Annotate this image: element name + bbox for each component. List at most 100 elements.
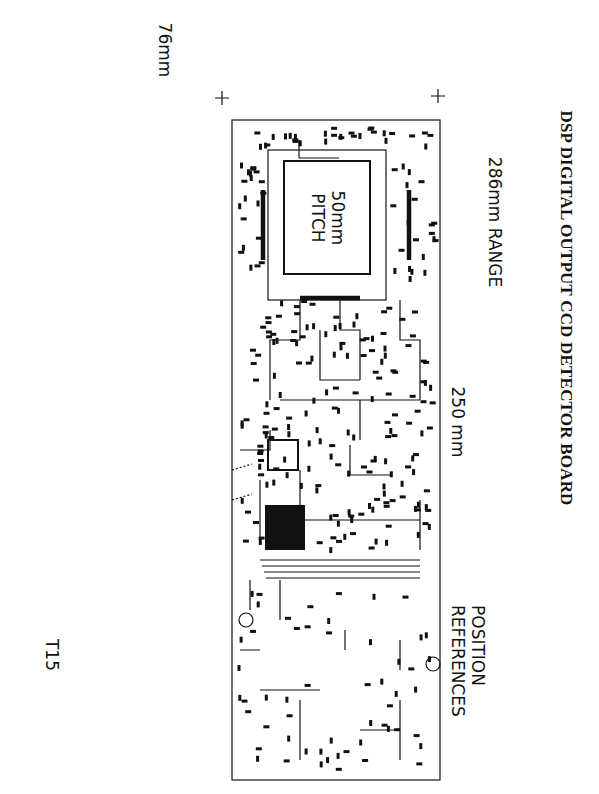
handwritten-note: POSITION REFERENCES [447, 605, 486, 755]
solder-pad [375, 539, 378, 545]
solder-pad [399, 318, 405, 321]
solder-pad [403, 596, 409, 599]
solder-pad [425, 509, 431, 512]
solder-pad [245, 511, 251, 514]
solder-pad [414, 687, 417, 693]
solder-pad [270, 333, 276, 336]
solder-pad [312, 323, 315, 329]
handwritten-note: T15 [42, 639, 62, 671]
solder-pad [294, 627, 300, 630]
solder-pad [387, 704, 393, 707]
handwritten-note: 286mm RANGE [485, 157, 505, 287]
solder-pad [423, 270, 426, 276]
solder-pad [386, 525, 392, 528]
solder-pad [272, 134, 275, 140]
solder-pad [265, 695, 268, 701]
solder-pad [332, 407, 338, 410]
solder-pad [399, 249, 405, 252]
solder-pad [343, 534, 346, 540]
solder-pad [424, 144, 427, 150]
solder-pad [414, 506, 417, 512]
solder-pad [272, 480, 275, 486]
solder-pad [255, 354, 261, 357]
solder-pad [339, 323, 342, 329]
solder-pad [310, 356, 313, 362]
solder-pad [334, 325, 337, 331]
solder-pad [373, 371, 379, 374]
solder-pad [374, 498, 380, 501]
solder-pad [241, 423, 244, 429]
solder-pad [371, 131, 377, 134]
solder-pad [417, 502, 420, 508]
solder-pad [331, 127, 337, 130]
solder-pad [419, 180, 425, 183]
solder-pad [254, 170, 260, 173]
solder-pad [384, 346, 387, 352]
solder-pad [324, 331, 327, 337]
solder-pad [371, 460, 377, 463]
solder-pad [402, 164, 405, 170]
handwritten-note: 250 mm [448, 387, 468, 458]
solder-pad [268, 436, 274, 439]
solder-pad [330, 536, 336, 539]
solder-pad [259, 261, 265, 264]
solder-pad [256, 747, 262, 750]
solder-pad [350, 517, 353, 523]
solder-pad [428, 656, 431, 662]
solder-pad [369, 639, 372, 645]
solder-pad [263, 725, 269, 728]
solder-pad [349, 132, 355, 135]
solder-pad [384, 505, 390, 508]
solder-pad [371, 336, 374, 342]
solder-pad [387, 726, 390, 732]
solder-pad [238, 203, 241, 209]
solder-pad [245, 710, 251, 713]
solder-pad [327, 618, 330, 624]
solder-pad [431, 222, 437, 225]
solder-pad [422, 254, 425, 260]
solder-pad [400, 495, 406, 498]
copper-trace [240, 140, 420, 760]
solder-pad [276, 338, 279, 344]
solder-pad [425, 632, 428, 638]
solder-pad [329, 547, 332, 553]
solder-pad [293, 140, 299, 143]
solder-pad [307, 605, 313, 608]
solder-pad [409, 276, 412, 282]
solder-pad [358, 513, 364, 516]
solder-pad [350, 532, 356, 535]
solder-pad [371, 396, 374, 402]
solder-pad [339, 134, 342, 140]
solder-pad [390, 471, 393, 477]
solder-pad [407, 220, 410, 226]
solder-pad [390, 499, 396, 502]
solder-pad [410, 334, 416, 337]
solder-pad [259, 180, 265, 183]
solder-pad [408, 205, 411, 211]
solder-pad [390, 369, 396, 372]
solder-pad [416, 762, 422, 765]
solder-pad [336, 540, 342, 543]
solder-pad [253, 379, 259, 382]
solder-pad [412, 469, 415, 475]
solder-pad [300, 335, 306, 338]
solder-pad [401, 481, 404, 487]
solder-pad [336, 592, 342, 595]
solder-pad [283, 457, 286, 463]
board-outline [232, 120, 440, 780]
solder-pad [250, 630, 256, 633]
solder-pad [316, 427, 319, 433]
sensor-chip: 50mm PITCH [283, 160, 371, 275]
solder-pad [412, 198, 418, 201]
solder-pad [266, 321, 272, 324]
solder-pad [250, 168, 256, 171]
solder-pad [384, 458, 387, 464]
solder-pad [290, 339, 296, 342]
solder-pad [241, 217, 247, 220]
solder-pad [306, 362, 312, 365]
solder-pad [337, 521, 340, 527]
solder-pad [333, 316, 339, 319]
solder-pad [257, 601, 260, 607]
solder-pad [330, 738, 333, 744]
solder-pad [320, 761, 323, 767]
